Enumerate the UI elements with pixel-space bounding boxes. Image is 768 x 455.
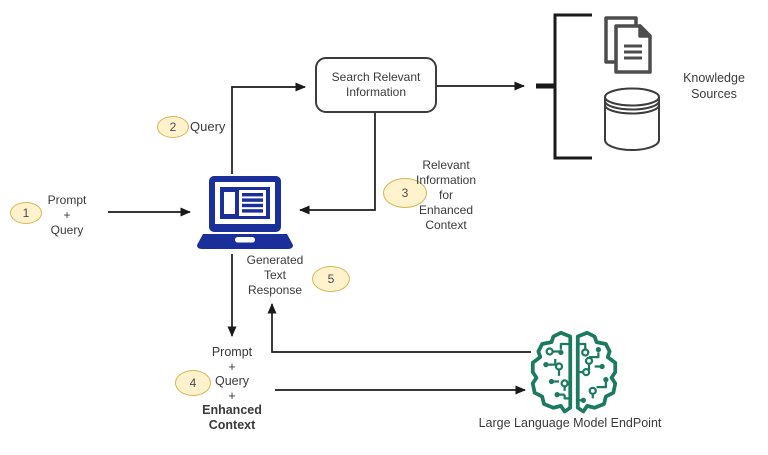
prompt-query-line2: + <box>63 208 71 222</box>
documents-icon <box>604 16 652 74</box>
search-box-line2: Information <box>345 85 407 99</box>
search-box-line1: Search Relevant <box>331 70 421 84</box>
step-badge-5: 5 <box>312 266 350 292</box>
knowledge-sources-line1: Knowledge <box>683 71 745 85</box>
step-badge-2: 2 <box>157 116 189 138</box>
prompt-enhanced-line5: Enhanced <box>202 403 262 417</box>
prompt-query-line1: Prompt <box>47 193 87 207</box>
step-badge-3: 3 <box>383 178 427 208</box>
relevant-info-line5: Context <box>425 218 467 232</box>
database-icon <box>604 87 660 152</box>
llm-endpoint-label: Large Language Model EndPoint <box>478 416 662 430</box>
knowledge-bracket <box>553 13 592 160</box>
step-badge-4: 4 <box>175 370 211 396</box>
relevant-info-line3: for <box>438 188 453 202</box>
generated-response-line3: Response <box>247 283 303 297</box>
prompt-enhanced-line4: + <box>228 388 236 403</box>
prompt-enhanced-line1: Prompt <box>211 345 253 359</box>
prompt-enhanced-line6: Context <box>208 417 256 432</box>
connector-llm-response-return <box>267 303 531 353</box>
query-label: Query <box>190 119 226 134</box>
laptop-icon <box>197 176 293 249</box>
generated-response-line2: Text <box>263 268 286 282</box>
relevant-info-line2: Information <box>415 173 477 187</box>
ai-brain-icon <box>530 330 618 414</box>
connector-query-to-search <box>231 82 306 174</box>
relevant-info-line4: Enhanced <box>418 203 474 217</box>
prompt-query-label: Prompt+Query <box>37 193 97 238</box>
step-badge-1: 1 <box>10 202 42 224</box>
relevant-info-line1: Relevant <box>422 158 470 172</box>
prompt-enhanced-line3: Query <box>214 374 250 388</box>
connector-relevant-info-return <box>299 113 376 215</box>
generated-response-line1: Generated <box>246 253 304 267</box>
prompt-query-line3: Query <box>50 223 84 237</box>
knowledge-sources-line2: Sources <box>691 87 737 101</box>
prompt-enhanced-line2: + <box>228 359 236 374</box>
